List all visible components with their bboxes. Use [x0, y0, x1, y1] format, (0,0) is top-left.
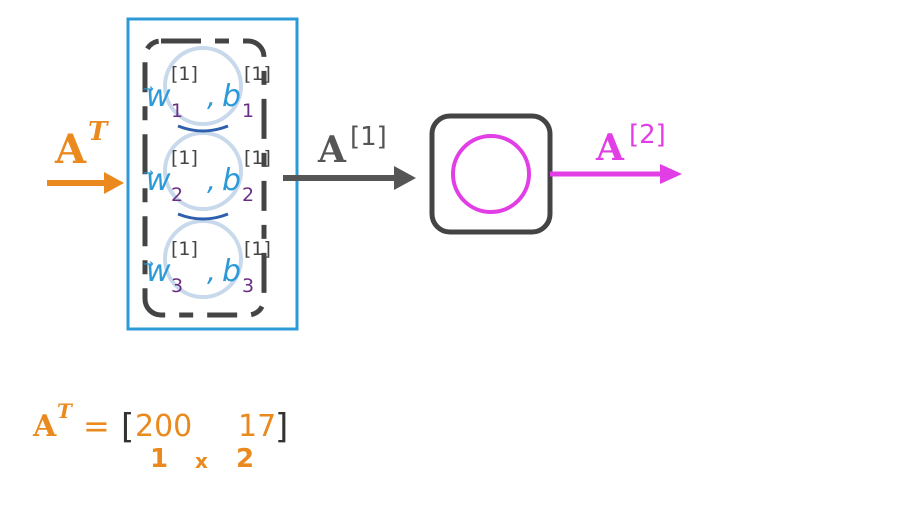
comma: , [207, 255, 216, 288]
bias-symbol: b [222, 163, 241, 198]
input-label: A T [54, 117, 109, 173]
comma: , [207, 164, 216, 197]
bias-superscript: [1] [244, 238, 271, 260]
neuron-circle [163, 46, 243, 126]
equation-lhs-superscript: T [57, 399, 74, 423]
weight-subscript: 2 [171, 184, 183, 206]
bias-subscript: 3 [242, 275, 254, 297]
bias-subscript: 2 [242, 184, 254, 206]
equation-value: 200 [135, 409, 192, 444]
layer2-output-superscript: [2] [629, 120, 666, 150]
layer1-highlight-box [126, 17, 299, 331]
weight-subscript: 3 [171, 275, 183, 297]
shape-times: x [195, 449, 208, 473]
neuron-circle [163, 131, 243, 211]
svg-text:→: → [143, 82, 154, 97]
bias-superscript: [1] [244, 147, 271, 169]
bias-superscript: [1] [244, 63, 271, 85]
neuron-label-3: → w 3 [1] , b 3 [1] [143, 238, 271, 297]
bias-symbol: b [222, 254, 241, 289]
equation-equals: = [83, 407, 110, 445]
bias-subscript: 1 [242, 100, 254, 122]
weight-symbol: w [146, 79, 171, 114]
neuron-label-1: → w 1 [1] , b 1 [1] [143, 63, 271, 122]
svg-text:→: → [143, 166, 154, 181]
neuron-label-2: → w 2 [1] , b 2 [1] [143, 147, 271, 206]
equation-open-bracket: [ [121, 407, 134, 447]
weight-subscript: 1 [171, 100, 183, 122]
layer1-output-label: A [1] [317, 122, 387, 171]
neuron-circle [163, 219, 243, 299]
shape-cols: 2 [236, 444, 254, 474]
layer2-box [429, 113, 553, 235]
weight-superscript: [1] [171, 63, 198, 85]
input-superscript: T [88, 117, 109, 147]
neuron-connector [177, 212, 229, 221]
svg-text:→: → [143, 257, 154, 272]
layer1-output-superscript: [1] [350, 122, 387, 152]
layer2-neuron [451, 134, 531, 214]
input-equation: A T = [ 200 17 ] 1 x 2 [32, 399, 288, 474]
input-arrow [47, 172, 124, 194]
weight-symbol: w [146, 254, 171, 289]
layer2-output-symbol: A [595, 127, 625, 169]
equation-lhs: A [32, 409, 57, 444]
equation-close-bracket: ] [275, 407, 288, 447]
weight-superscript: [1] [171, 238, 198, 260]
input-symbol: A [54, 126, 87, 173]
neuron-connector [177, 124, 229, 133]
comma: , [207, 80, 216, 113]
bias-symbol: b [222, 79, 241, 114]
weight-symbol: w [146, 163, 171, 198]
layer2-output-label: A [2] [595, 120, 666, 169]
layer1-output-arrow [283, 166, 416, 190]
layer1-neurons [163, 46, 243, 299]
weight-superscript: [1] [171, 147, 198, 169]
equation-value: 17 [238, 409, 276, 444]
shape-rows: 1 [150, 444, 168, 474]
layer1-output-symbol: A [317, 129, 347, 171]
layer2-output-arrow [550, 164, 682, 184]
